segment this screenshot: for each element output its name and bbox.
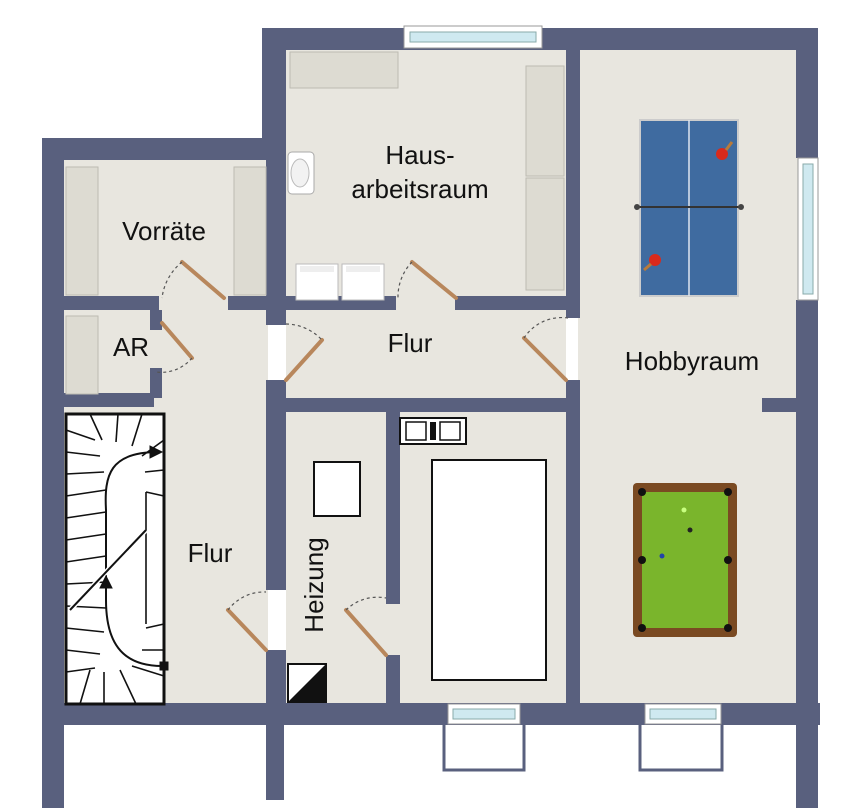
room-labels: Vorräte Haus- arbeitsraum AR Flur Hobbyr…: [113, 140, 759, 633]
label-heizung: Heizung: [299, 537, 329, 632]
label-ar: AR: [113, 332, 149, 362]
label-hausarbeitsraum-1: Haus-: [385, 140, 454, 170]
heating-boiler: [287, 461, 361, 703]
windows: [403, 25, 819, 772]
walls: [42, 28, 820, 808]
label-flur-top: Flur: [388, 328, 433, 358]
storage-room-furniture: [399, 417, 547, 681]
label-flur-left: Flur: [188, 538, 233, 568]
staircase-icon: [64, 412, 169, 706]
shelves: [65, 51, 565, 395]
billiard-table-icon: [633, 483, 737, 637]
label-vorraete: Vorräte: [122, 216, 206, 246]
label-hobbyraum: Hobbyraum: [625, 346, 759, 376]
doors: [155, 260, 569, 657]
table-tennis-icon: [634, 119, 744, 297]
label-hausarbeitsraum-2: arbeitsraum: [351, 174, 488, 204]
laundry-appliances: [287, 151, 385, 301]
